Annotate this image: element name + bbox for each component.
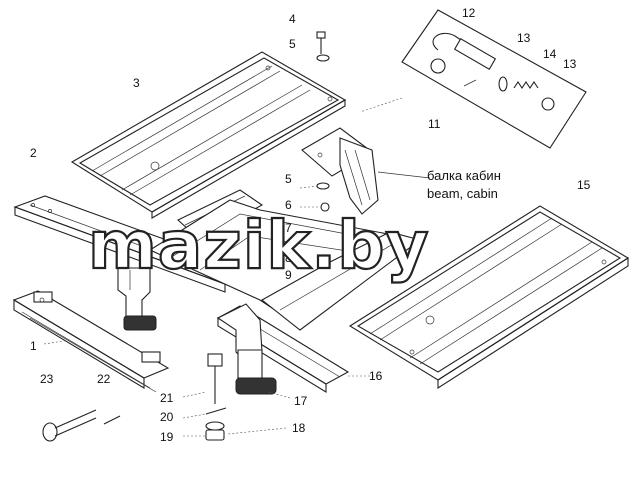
cabin-beam-bracket <box>301 127 431 215</box>
callout-8: 8 <box>285 251 292 265</box>
callout-16: 16 <box>369 369 383 383</box>
callout-14: 14 <box>543 47 557 61</box>
watermark: mazik.by <box>88 207 430 284</box>
callout-23: 23 <box>40 372 54 386</box>
callout-17: 17 <box>294 394 308 408</box>
callout-22: 22 <box>97 372 111 386</box>
cross-beam-lower-left <box>12 290 170 393</box>
callout-15: 15 <box>577 178 591 192</box>
callout-4: 4 <box>289 12 296 26</box>
callout-20: 20 <box>160 410 174 424</box>
callout-9: 9 <box>285 268 292 282</box>
cabin-frame-arm <box>148 199 422 331</box>
detail-box-latch <box>359 9 587 149</box>
callout-2: 2 <box>30 146 37 160</box>
leader-lines <box>43 185 382 437</box>
callout-5-lower: 5 <box>285 172 292 186</box>
callout-labels: 1 2 3 4 5 5 6 7 8 9 11 12 13 13 14 15 16… <box>30 6 591 444</box>
beam-cabin-caption: балка кабин beam, cabin <box>427 168 501 201</box>
floor-panel-upper <box>70 51 347 219</box>
callout-3: 3 <box>133 76 140 90</box>
callout-19: 19 <box>160 430 174 444</box>
cross-beam-lower-right <box>216 303 350 393</box>
callout-5-upper: 5 <box>289 37 296 51</box>
callout-6: 6 <box>285 198 292 212</box>
callout-7: 7 <box>285 221 292 235</box>
callout-13-lower: 13 <box>563 57 577 71</box>
caption-en: beam, cabin <box>427 186 498 201</box>
callout-13-upper: 13 <box>517 31 531 45</box>
mount-pad <box>235 349 277 395</box>
floor-panel-right <box>348 205 630 390</box>
callout-11: 11 <box>428 117 441 131</box>
caption-ru: балка кабин <box>427 168 501 183</box>
callout-1: 1 <box>30 339 37 353</box>
bracket-left <box>117 267 157 331</box>
callout-18: 18 <box>292 421 306 435</box>
callout-12: 12 <box>462 6 476 20</box>
callout-21: 21 <box>160 391 174 405</box>
